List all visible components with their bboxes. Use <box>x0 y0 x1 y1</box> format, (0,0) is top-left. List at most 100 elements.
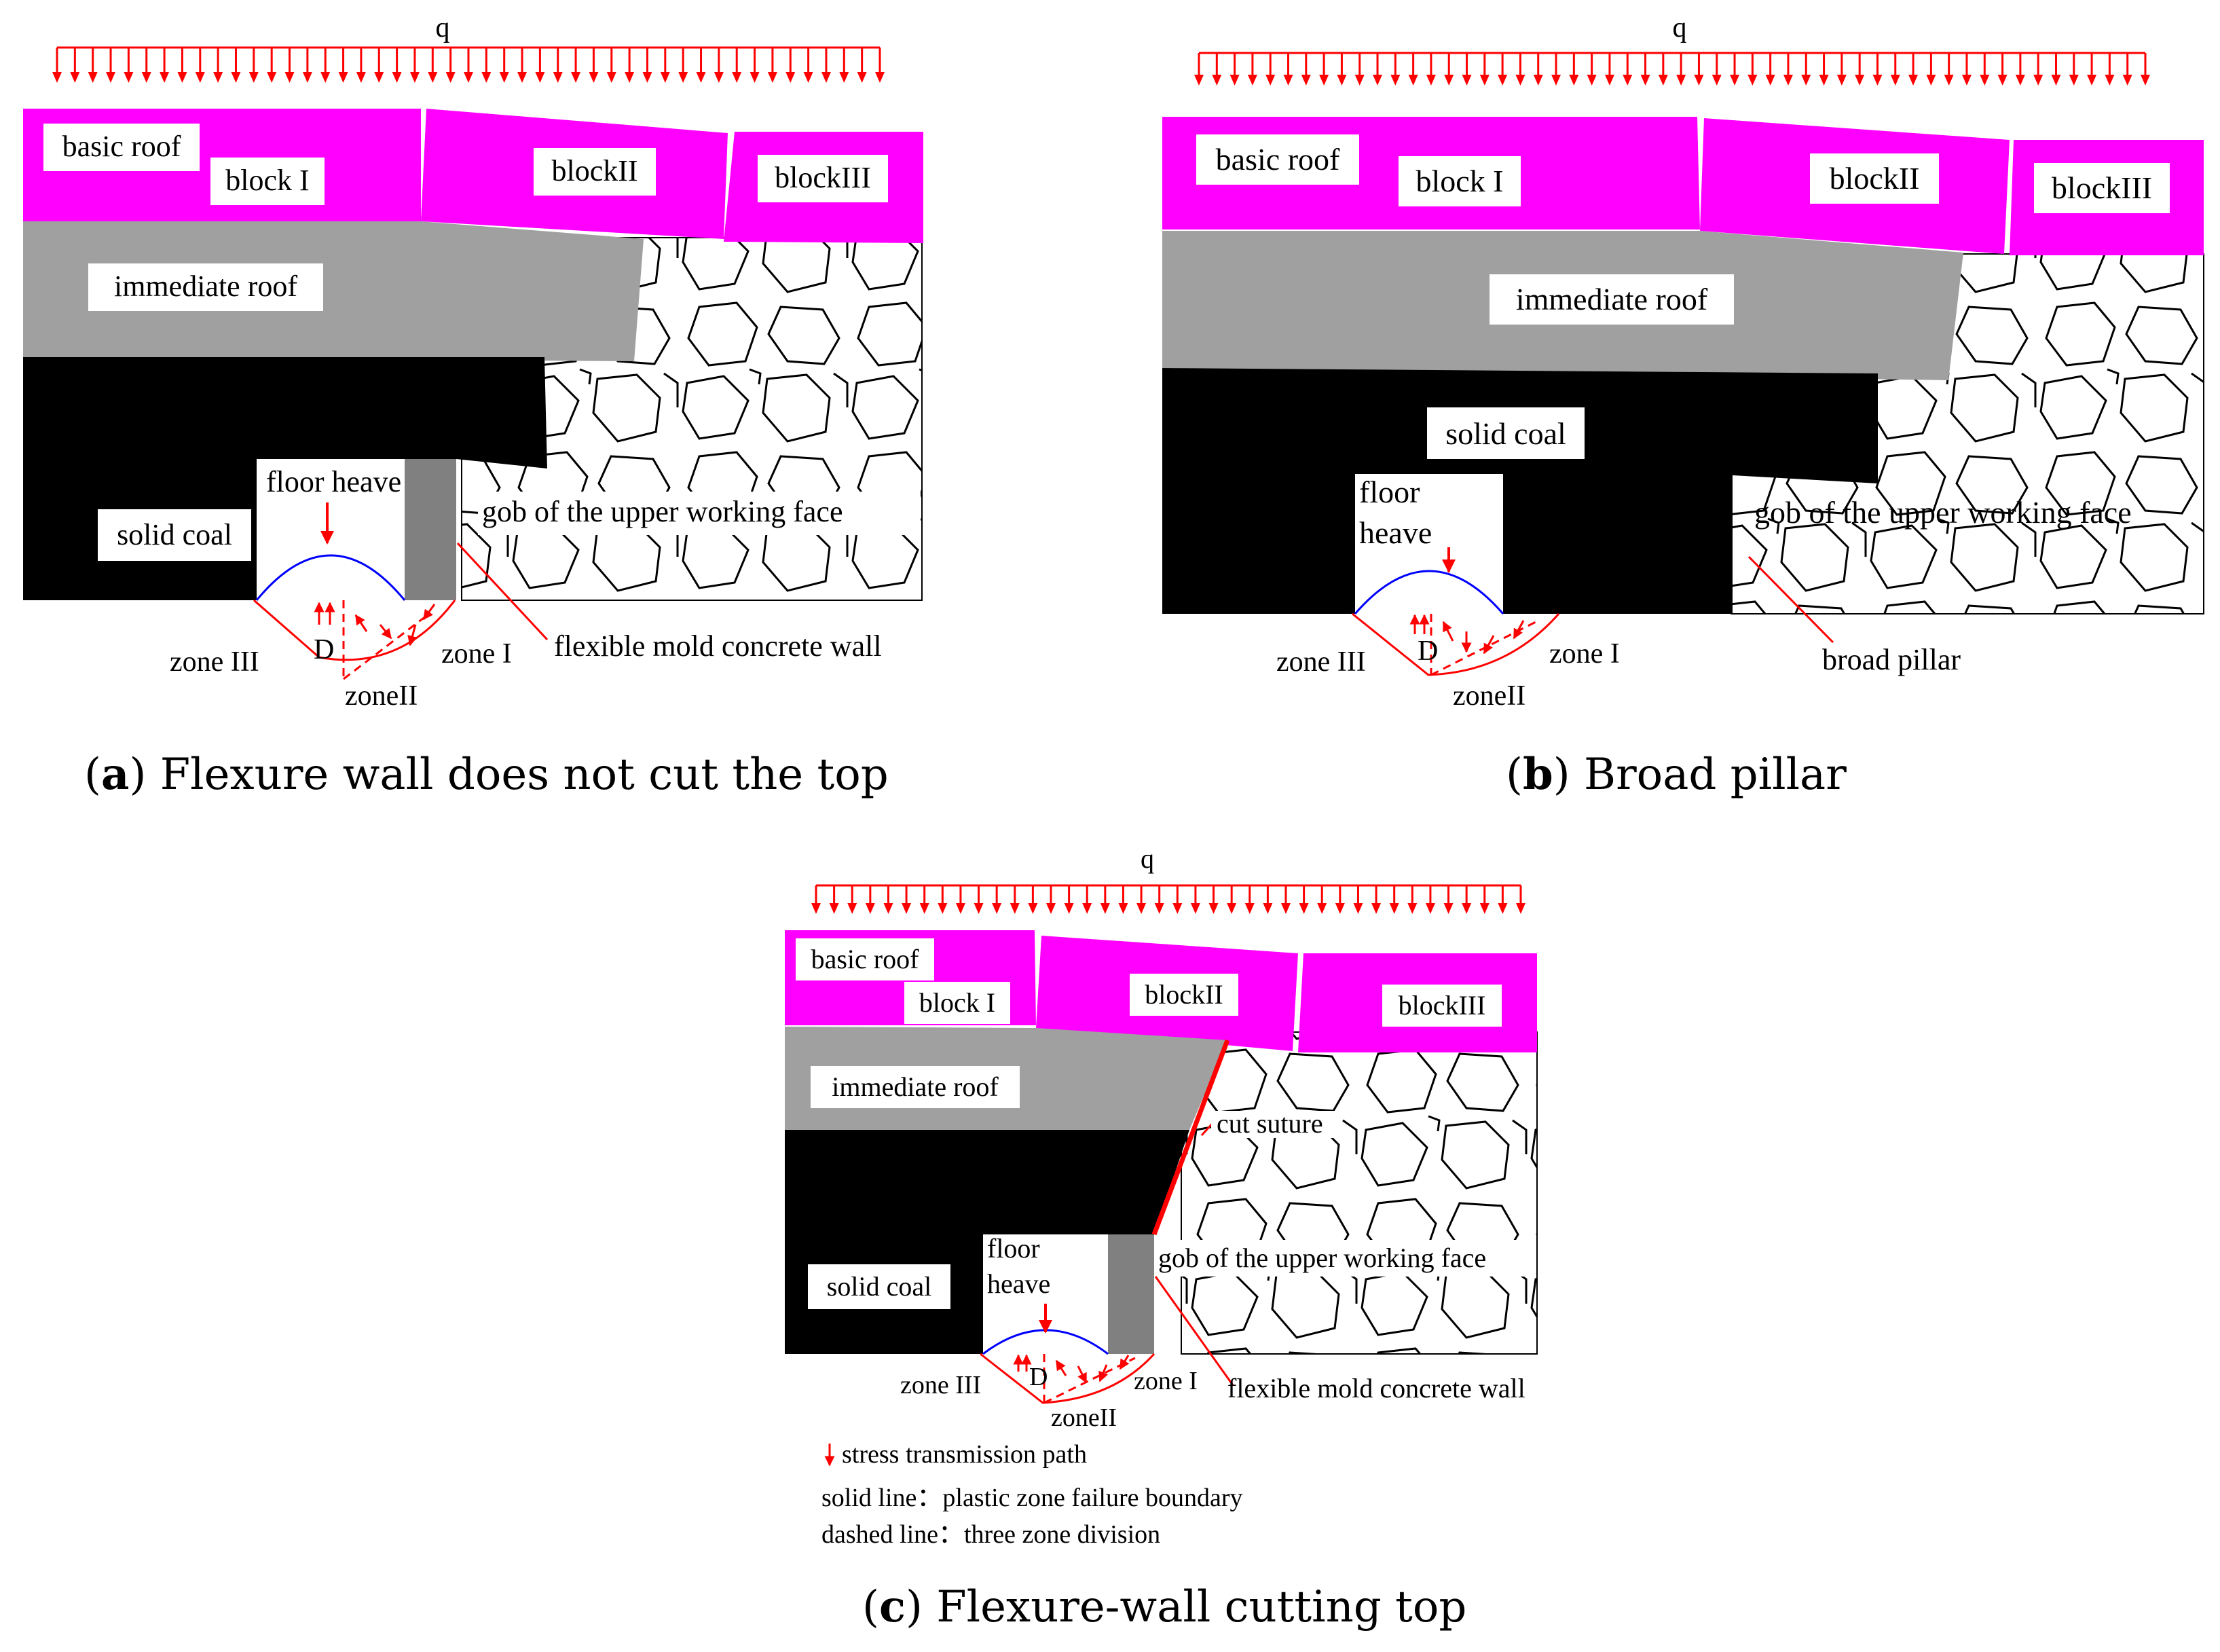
label-gob: gob of the upper working face <box>1158 1243 1486 1273</box>
label-block-1: block I <box>919 987 995 1018</box>
load-arrow-head <box>1498 903 1508 914</box>
plastic-zone-boundary <box>980 1353 1155 1404</box>
load-arrow-head <box>1587 75 1597 86</box>
label-zone-3: zone III <box>900 1371 981 1399</box>
load-arrow-head <box>320 72 331 83</box>
label-basic-roof: basic roof <box>62 130 181 163</box>
leader-line-pillar <box>1747 555 1834 644</box>
stress-path-arrow <box>354 614 368 632</box>
stress-path-arrow <box>1098 1364 1109 1382</box>
label-gob: gob of the upper working face <box>1754 495 2132 530</box>
load-arrow-head <box>1479 903 1490 914</box>
load-arrow-head <box>714 72 724 83</box>
label-block-1: block I <box>1416 164 1503 198</box>
load-arrow-head <box>1658 75 1668 86</box>
load-arrow-head <box>857 72 867 83</box>
load-arrow-head <box>1730 75 1740 86</box>
load-arrow-head <box>1533 75 1543 86</box>
load-arrow-head <box>1281 903 1291 914</box>
load-arrow-head <box>1028 903 1038 914</box>
load-arrow-head <box>847 903 857 914</box>
load-arrow-head <box>267 72 277 83</box>
load-arrow-head <box>1604 75 1614 86</box>
caption-a: (a) Flexure wall does not cut the top <box>84 749 889 800</box>
label-block-3: blockIII <box>775 161 871 194</box>
load-arrow-head <box>1498 75 1508 86</box>
panel-c: q basic roof block I blockII <box>785 843 1538 1632</box>
panel-a: q basic roof block I blockII bloc <box>23 12 923 800</box>
stress-path-arrow <box>1513 620 1525 640</box>
load-arrow-head <box>338 72 348 83</box>
load-arrow-head <box>1462 75 1472 86</box>
label-zone-2: zoneII <box>1051 1403 1117 1432</box>
load-arrow-head <box>1908 75 1919 86</box>
load-arrow-head <box>1676 75 1686 86</box>
label-cut-suture: cut suture <box>1217 1108 1323 1139</box>
load-arrow-head <box>2087 75 2097 86</box>
load-arrow-head <box>284 72 295 83</box>
load-arrow-head <box>821 72 831 83</box>
load-arrow-head <box>1118 903 1128 914</box>
load-arrow-head <box>642 72 652 83</box>
caption-b: (b) Broad pillar <box>1506 749 1847 800</box>
label-zone-1: zone I <box>1549 638 1620 669</box>
load-arrow-head <box>248 72 259 83</box>
label-d: D <box>314 634 334 665</box>
label-block-3: blockIII <box>1399 990 1486 1021</box>
load-arrow-head <box>1136 903 1147 914</box>
label-floor-heave-line1: floor <box>1359 475 1420 509</box>
load-arrow-head <box>1443 903 1454 914</box>
load-arrow-head <box>1640 75 1650 86</box>
load-arrow-head <box>464 72 473 83</box>
load-arrow-head <box>589 72 599 83</box>
stress-path-arrow <box>1119 1355 1130 1370</box>
panel-b: q basic roof block I blockII blockIII <box>1162 12 2204 800</box>
load-arrow-head <box>1319 75 1329 86</box>
load-arrow-head <box>1010 903 1020 914</box>
label-immediate-roof: immediate roof <box>114 270 297 303</box>
load-arrow-head <box>750 72 760 83</box>
load-arrow-head <box>1172 903 1183 914</box>
load-arrow-head <box>955 903 965 914</box>
load-arrow-head <box>1890 75 1900 86</box>
load-arrow-head <box>1390 75 1401 86</box>
load-arrow-head <box>1283 75 1293 86</box>
roadway <box>257 459 405 600</box>
load-arrow-head <box>2105 75 2115 86</box>
load-arrow-head <box>1836 75 1847 86</box>
load-arrow-head <box>696 72 706 83</box>
load-arrow-head <box>865 903 875 914</box>
load-arrow-head <box>1263 903 1273 914</box>
load-arrow-head <box>1855 75 1865 86</box>
stress-path-arrow <box>422 604 436 621</box>
load-arrow-head <box>1244 903 1255 914</box>
load-arrow-head <box>1712 75 1722 86</box>
load-arrow-head <box>803 72 813 83</box>
load-arrow-head <box>356 72 366 83</box>
label-block-2: blockII <box>551 154 637 187</box>
stress-path-arrow <box>1483 635 1495 655</box>
plastic-zone <box>1352 612 1560 676</box>
load-arrow-head <box>124 72 134 83</box>
load-arrow-head <box>2141 75 2150 86</box>
load-arrow-head <box>1354 75 1365 86</box>
legend-dashed-line: dashed line：three zone division <box>821 1520 1160 1549</box>
stress-path-arrow <box>1077 1365 1088 1384</box>
label-basic-roof: basic roof <box>811 944 920 974</box>
load-arrow-head <box>811 903 821 914</box>
load-arrow-head <box>767 72 777 83</box>
load-arrow-head <box>1194 75 1204 86</box>
label-support: flexible mold concrete wall <box>1227 1373 1525 1403</box>
load-arrow-head <box>992 903 1002 914</box>
load-arrow-head <box>481 72 492 83</box>
load-arrow-head <box>1064 903 1074 914</box>
leader-line-wall <box>456 542 549 641</box>
legend-solid-line: solid line：plastic zone failure boundary <box>821 1484 1243 1512</box>
label-solid-coal: solid coal <box>827 1271 931 1302</box>
label-floor-heave: floor heave <box>266 465 401 498</box>
load-arrow-head <box>1515 75 1525 86</box>
plastic-zone <box>980 1353 1155 1404</box>
load-arrow-head <box>839 72 849 83</box>
label-immediate-roof: immediate roof <box>832 1071 999 1102</box>
